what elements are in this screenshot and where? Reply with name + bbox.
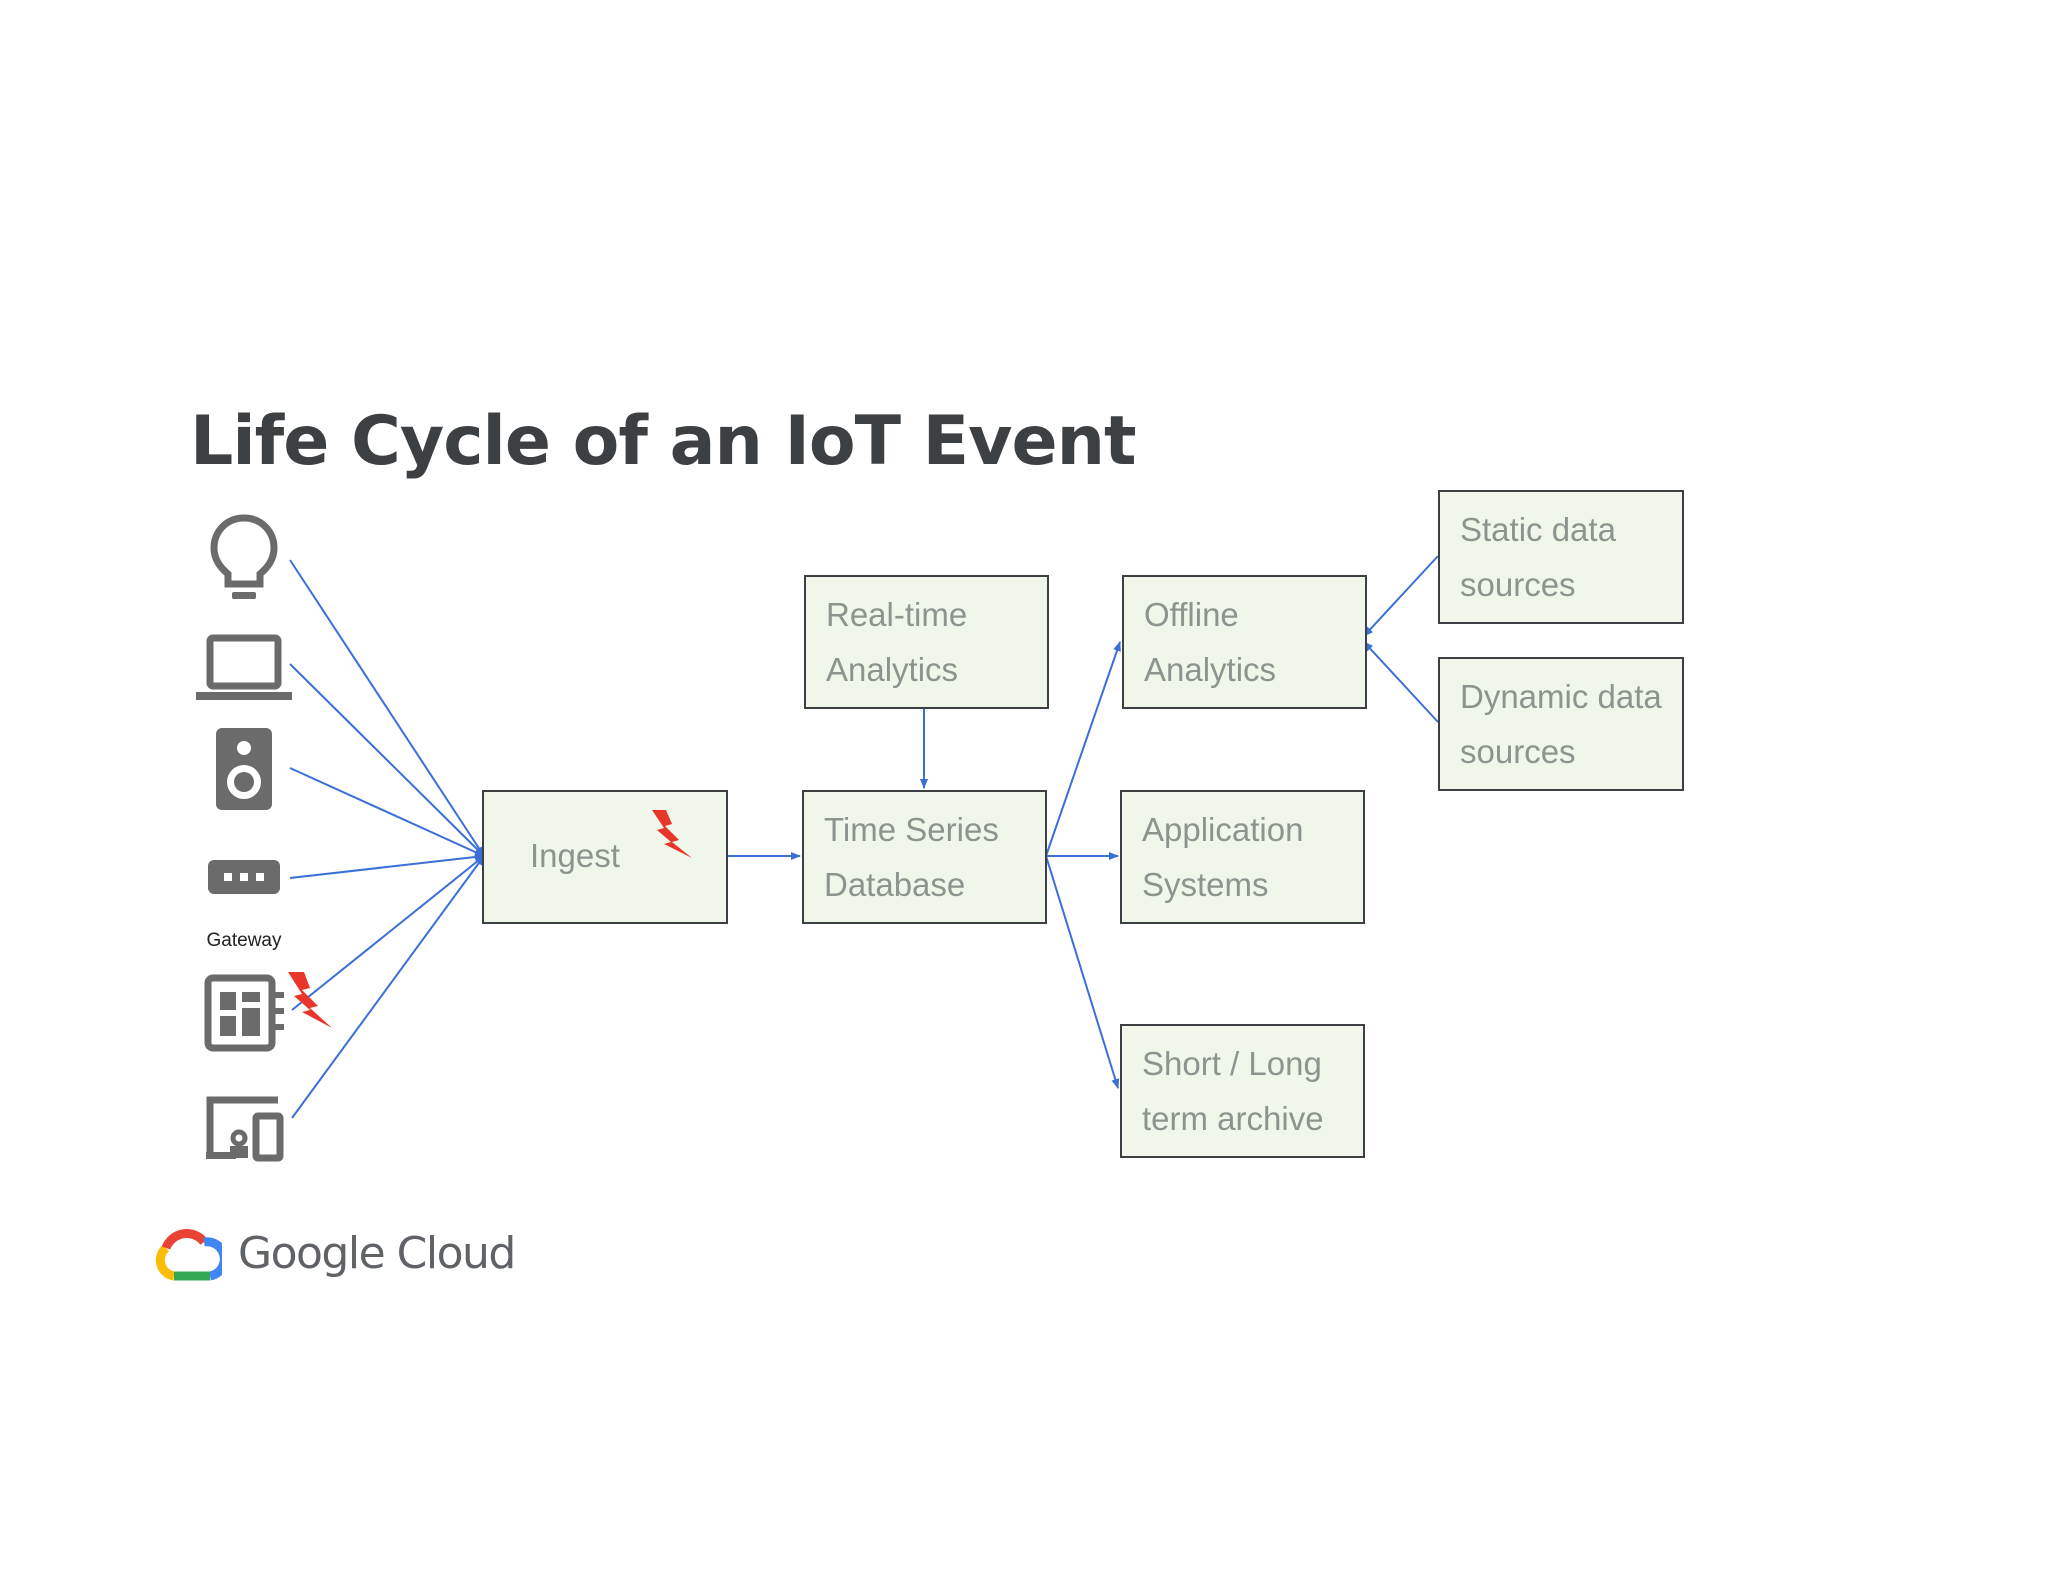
dynamic-data-sources-box: Dynamic data sources (1438, 657, 1684, 791)
timeseries-line-1: Time Series (824, 811, 999, 848)
offline-analytics-box: Offline Analytics (1122, 575, 1367, 709)
laptop-icon (196, 634, 292, 700)
google-cloud-logo-text: Google Cloud (238, 1228, 516, 1279)
arrow-devices-to-ingest (291, 855, 485, 1119)
lightning-alert-icon (652, 810, 692, 858)
static-line-1: Static data (1460, 511, 1616, 548)
lightning-alert-icon (288, 972, 332, 1028)
dynamic-line-2: sources (1460, 733, 1576, 770)
archive-line-1: Short / Long (1142, 1045, 1322, 1082)
chip-board-icon (204, 974, 284, 1052)
ingest-label: Ingest (530, 837, 620, 874)
page-title: Life Cycle of an IoT Event (190, 402, 1136, 481)
dynamic-line-1: Dynamic data (1460, 678, 1662, 715)
speaker-icon (216, 728, 272, 810)
application-line-2: Systems (1142, 866, 1269, 903)
arrow-timeseries-to-offline (1045, 641, 1121, 857)
arrow-router-to-ingest (289, 853, 485, 879)
arrow-laptop-to-ingest (289, 663, 485, 857)
application-systems-box: Application Systems (1120, 790, 1365, 924)
gateway-label: Gateway (206, 930, 282, 951)
arrow-chip-to-ingest (291, 855, 485, 1011)
arrow-timeseries-to-archive (1045, 855, 1120, 1089)
application-line-1: Application (1142, 811, 1304, 848)
ingest-box: Ingest (482, 790, 728, 924)
realtime-line-2: Analytics (826, 651, 959, 688)
archive-line-2: term archive (1142, 1100, 1324, 1137)
timeseries-database-box: Time Series Database (802, 790, 1047, 924)
arrow-static-to-offline (1363, 555, 1439, 637)
static-data-sources-box: Static data sources (1438, 490, 1684, 624)
archive-box: Short / Long term archive (1120, 1024, 1365, 1158)
timeseries-line-2: Database (824, 866, 966, 903)
arrow-dynamic-to-offline (1363, 641, 1439, 723)
google-cloud-logo-icon (155, 1229, 222, 1281)
realtime-analytics-box: Real-time Analytics (804, 575, 1049, 709)
router-icon (208, 860, 280, 894)
offline-line-1: Offline (1144, 596, 1239, 633)
realtime-line-1: Real-time (826, 596, 968, 633)
devices-icon (206, 1096, 284, 1162)
offline-line-2: Analytics (1144, 651, 1277, 688)
lightbulb-icon (210, 514, 278, 599)
arrow-speaker-to-ingest (289, 767, 485, 857)
arrow-lightbulb-to-ingest (289, 559, 485, 857)
static-line-2: sources (1460, 566, 1576, 603)
